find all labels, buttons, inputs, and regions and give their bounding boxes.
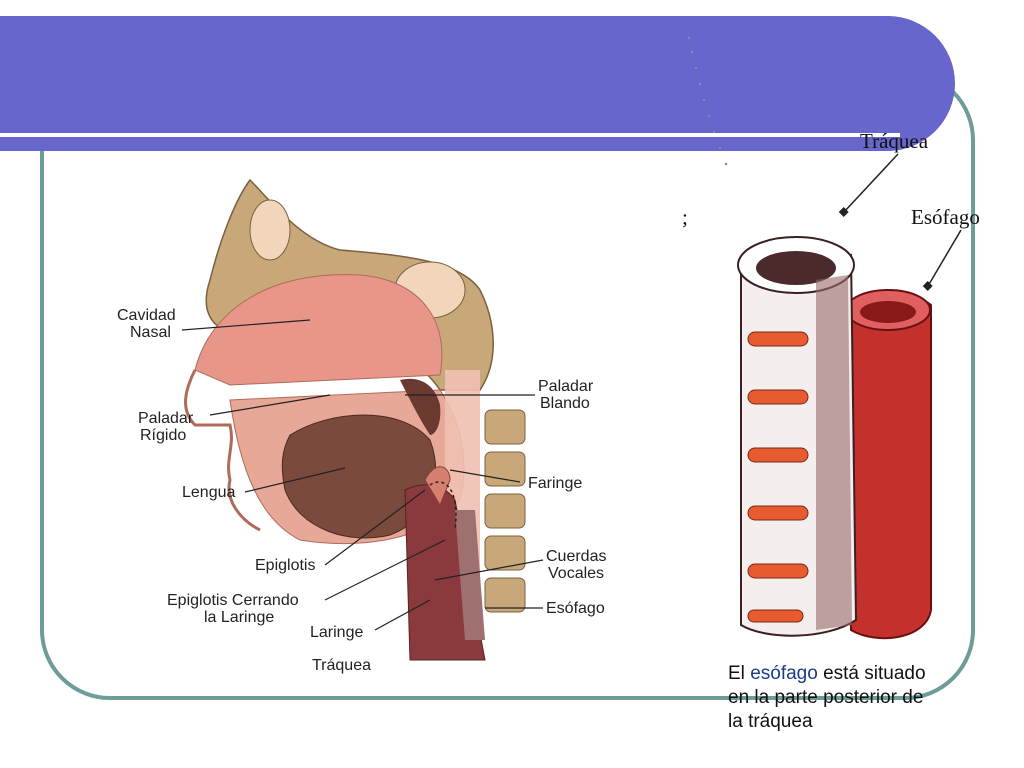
label-paladar-rigido-2: Rígido	[140, 427, 186, 444]
caption-rest: está situado en la parte posterior de la…	[728, 663, 926, 732]
frontal-sinus	[249, 199, 291, 261]
label-esofago: Esófago	[546, 600, 605, 617]
label-cavidad-nasal-1: Cavidad	[117, 307, 176, 324]
label-lengua: Lengua	[182, 484, 235, 501]
trachea-posterior-wall	[816, 275, 852, 630]
esophagus-tube	[842, 293, 932, 640]
caption-highlight: esófago	[750, 663, 818, 684]
epiglottis	[424, 466, 451, 507]
label-epiglotis-cerrando-2: la Laringe	[204, 609, 274, 626]
epiglottis-closing-arrow	[429, 481, 457, 531]
esophagus	[455, 510, 485, 640]
pointer-esofago	[927, 229, 962, 287]
label-laringe: Laringe	[310, 624, 363, 641]
caption-text: El esófago está situado en la parte post…	[728, 662, 928, 734]
title-banner	[0, 16, 955, 151]
dotted-decoration	[687, 36, 728, 166]
tongue	[281, 414, 437, 539]
head-sagittal-diagram: Cavidad Nasal Paladar Rígido Paladar Bla…	[117, 178, 606, 674]
pointer-traquea	[843, 153, 899, 213]
trachea-esophagus-diagram: Tráquea Esófago ;	[682, 129, 980, 640]
label-cuerdas-vocales-1: Cuerdas	[546, 548, 606, 565]
esophagus-lumen	[860, 301, 916, 323]
face-outline	[184, 369, 261, 532]
label-traquea: Tráquea	[312, 657, 371, 674]
cervical-spine	[484, 409, 526, 613]
label-paladar-blando-2: Blando	[540, 395, 590, 412]
label-paladar-rigido-1: Paladar	[138, 410, 194, 427]
label-cavidad-nasal-2: Nasal	[130, 324, 171, 341]
label-cuerdas-vocales-2: Vocales	[548, 565, 604, 582]
label-tube-esofago: Esófago	[911, 205, 980, 229]
label-epiglotis-cerrando-1: Epiglotis Cerrando	[167, 592, 299, 609]
stray-mark: ;	[682, 205, 688, 229]
label-tube-traquea: Tráquea	[860, 129, 929, 153]
pointer-esofago-tip	[922, 281, 933, 291]
soft-palate	[400, 378, 441, 435]
trachea-lumen	[756, 251, 836, 285]
banner-divider	[0, 133, 900, 137]
nasal-cavity	[194, 274, 443, 386]
caption-prefix: El	[728, 663, 751, 684]
label-faringe: Faringe	[528, 475, 582, 492]
label-epiglotis: Epiglotis	[255, 557, 315, 574]
leader-lines	[181, 319, 544, 631]
trachea-cartilage-rings	[747, 331, 809, 623]
label-paladar-blando-1: Paladar	[538, 378, 594, 395]
